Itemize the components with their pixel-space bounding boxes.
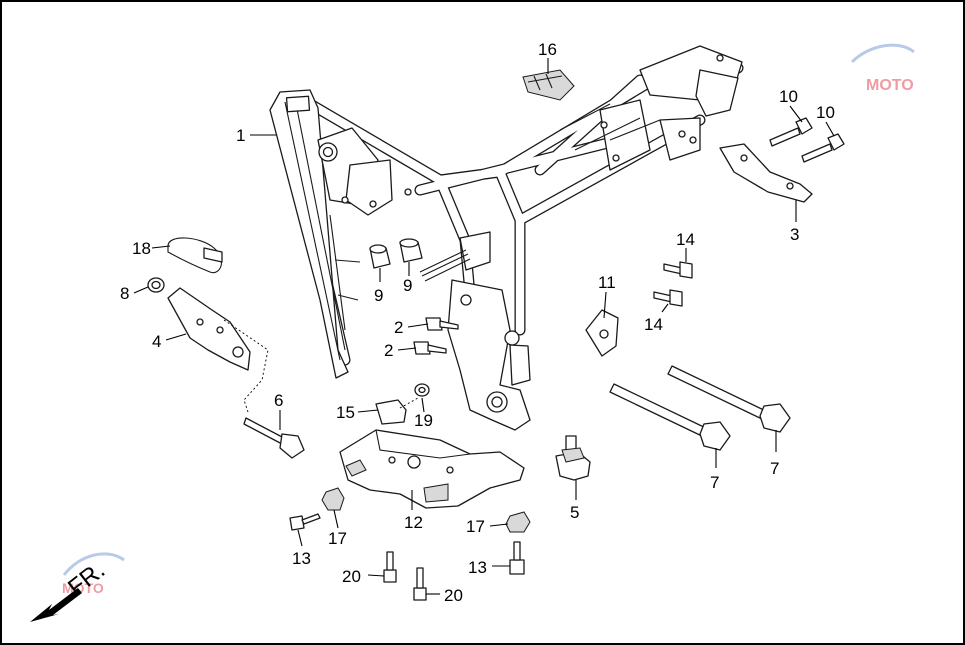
part-16-bracket bbox=[522, 69, 575, 101]
part-5-rubber-mount bbox=[555, 435, 591, 481]
part-15-bracket bbox=[375, 397, 419, 425]
part-2-bolt-a bbox=[425, 317, 459, 331]
callout-8: 8 bbox=[120, 284, 129, 303]
callout-labels: 1 2 2 3 4 5 6 7 7 8 9 9 10 10 11 12 13 1… bbox=[120, 40, 835, 605]
part-6-bolt bbox=[243, 417, 305, 459]
callout-19: 19 bbox=[414, 411, 433, 430]
callout-4: 4 bbox=[152, 332, 161, 351]
part-10-bolt-a bbox=[769, 117, 813, 147]
callout-20a: 20 bbox=[342, 567, 361, 586]
callout-13b: 13 bbox=[468, 558, 487, 577]
part-7-long-bolt-b bbox=[667, 365, 791, 433]
part-13-bolt-a bbox=[289, 513, 321, 531]
callout-17b: 17 bbox=[466, 517, 485, 536]
leader-lines bbox=[133, 58, 835, 595]
callout-2b: 2 bbox=[384, 341, 393, 360]
callout-7b: 7 bbox=[770, 459, 779, 478]
part-10-bolt-b bbox=[801, 133, 845, 163]
callout-2a: 2 bbox=[394, 318, 403, 337]
part-17-nut-b bbox=[505, 511, 531, 533]
callout-1: 1 bbox=[236, 126, 245, 145]
part-12-skid-plate bbox=[339, 429, 525, 509]
part-13-bolt-b bbox=[509, 541, 525, 575]
callout-13a: 13 bbox=[292, 549, 311, 568]
part-20-bolt-b bbox=[413, 567, 427, 601]
part-18-wire-clip bbox=[167, 237, 223, 274]
callout-9a: 9 bbox=[374, 286, 383, 305]
svg-text:MOTO: MOTO bbox=[62, 580, 104, 596]
part-7-long-bolt-a bbox=[609, 383, 731, 451]
part-14-bolt-a bbox=[663, 261, 693, 279]
callout-10b: 10 bbox=[816, 103, 835, 122]
part-2-bolt-b bbox=[413, 341, 447, 355]
part-19-nut bbox=[414, 383, 430, 397]
callout-5: 5 bbox=[570, 503, 579, 522]
part-8-nut bbox=[147, 277, 165, 293]
part-17-nut-a bbox=[321, 487, 345, 511]
callout-9b: 9 bbox=[403, 276, 412, 295]
callout-14a: 14 bbox=[676, 230, 695, 249]
part-9-bushing-b bbox=[399, 238, 423, 263]
part-9-bushing-a bbox=[369, 244, 391, 269]
svg-text:MOTO: MOTO bbox=[866, 77, 914, 94]
front-arrow-icon bbox=[30, 588, 82, 622]
callout-14b: 14 bbox=[644, 315, 663, 334]
part-3-bracket bbox=[719, 143, 813, 203]
callout-6: 6 bbox=[274, 391, 283, 410]
callout-11: 11 bbox=[598, 273, 616, 292]
callout-10a: 10 bbox=[779, 87, 798, 106]
part-4-bracket bbox=[167, 287, 269, 413]
callout-18: 18 bbox=[132, 239, 151, 258]
watermark-logo-bottom: MOTO bbox=[62, 552, 125, 596]
part-20-bolt-a bbox=[383, 551, 397, 583]
callout-7a: 7 bbox=[710, 473, 719, 492]
watermark-logo-top: MOTO bbox=[850, 43, 915, 94]
part-14-bolt-b bbox=[653, 289, 683, 307]
callout-12: 12 bbox=[404, 513, 423, 532]
callout-3: 3 bbox=[790, 225, 799, 244]
callout-17a: 17 bbox=[328, 529, 347, 548]
callout-16: 16 bbox=[538, 40, 557, 59]
callout-15: 15 bbox=[336, 403, 355, 422]
part-11-bracket bbox=[585, 309, 619, 357]
main-frame bbox=[269, 45, 744, 431]
callout-20b: 20 bbox=[444, 586, 463, 605]
